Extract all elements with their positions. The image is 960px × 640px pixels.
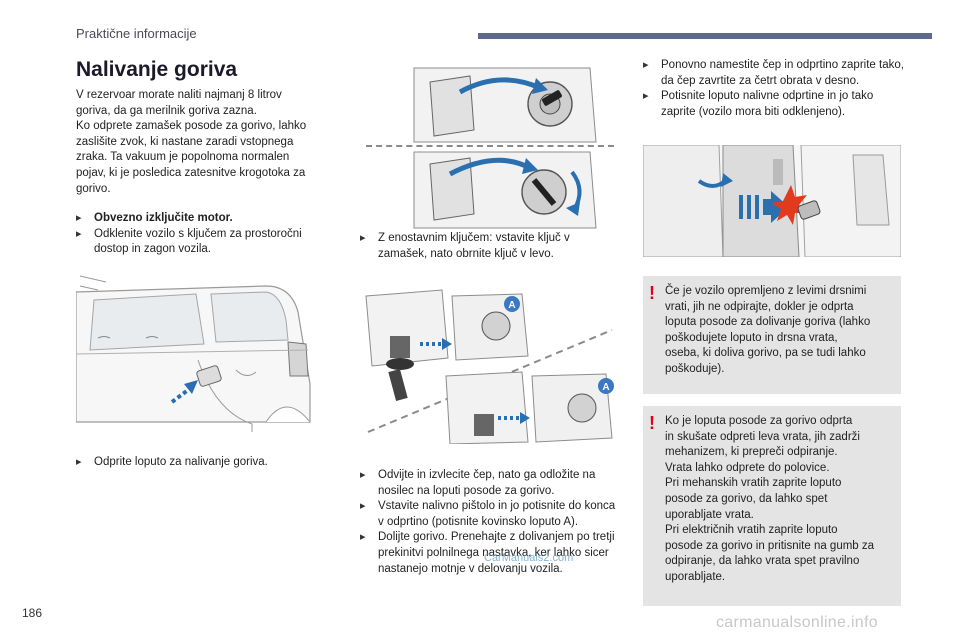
dashed-arrow bbox=[170, 380, 198, 404]
step-bold: Obvezno izključite motor. bbox=[94, 212, 233, 224]
step-item: Odklenite vozilo s ključem za prostoročn… bbox=[76, 227, 336, 258]
step-open-flap-list: Odprite loputo za nalivanje goriva. bbox=[76, 455, 336, 471]
marker-a-upper: A bbox=[508, 300, 515, 311]
fuel-cap-key-turn-illustration bbox=[413, 151, 597, 229]
warning-line: poškoduje). bbox=[665, 362, 725, 375]
divider-dashed bbox=[366, 145, 614, 147]
step-item: Vstavite nalivno pištolo in jo potisnite… bbox=[360, 499, 620, 530]
door-open-arrow bbox=[697, 173, 733, 188]
warning-line: uporabljate vrata. bbox=[665, 508, 754, 521]
step-text: Potisnite loputo nalivne odprtine in jo … bbox=[661, 90, 874, 118]
overlay-watermark: CarManuals2.com bbox=[484, 552, 574, 564]
step-text: Odprite loputo za nalivanje goriva. bbox=[94, 456, 268, 468]
fuel-nozzle-illustration: A A bbox=[365, 289, 614, 444]
warning-line: Pri električnih vratih zaprite loputo bbox=[665, 524, 838, 537]
warning-exclamation-icon: ! bbox=[649, 413, 655, 433]
warning-line: loputa posode za dolivanje goriva (lahko bbox=[665, 316, 871, 329]
step-item: Odprite loputo za nalivanje goriva. bbox=[76, 455, 336, 471]
step-item: Potisnite loputo nalivne odprtine in jo … bbox=[643, 89, 905, 120]
steps-middle-list: Odvijte in izvlecite čep, nato ga odloži… bbox=[360, 468, 620, 577]
warning-line: uporabljate. bbox=[665, 570, 726, 583]
warning-line: odpiranje, da lahko vrata spet pravilno bbox=[665, 555, 860, 568]
warning-line: poškodujete loputo in drsna vrata, bbox=[665, 331, 838, 344]
warning-line: oseba, ki doliva gorivo, pa se tudi lahk… bbox=[665, 347, 866, 360]
header-bar bbox=[478, 33, 932, 39]
van-sliding-door-illustration bbox=[643, 145, 901, 257]
warning-line: Če je vozilo opremljeno z levimi drsnimi bbox=[665, 285, 867, 297]
warning-exclamation-icon: ! bbox=[649, 283, 655, 303]
warning-line: posode za gorivo, da lahko spet bbox=[665, 492, 828, 505]
step-key-list: Z enostavnim ključem: vstavite ključ v z… bbox=[360, 231, 620, 262]
steps-left-list: Obvezno izključite motor. Odklenite vozi… bbox=[76, 211, 336, 258]
warning-line: vrati, jih ne odpirajte, dokler je odprt… bbox=[665, 300, 854, 313]
step-item: Z enostavnim ključem: vstavite ključ v z… bbox=[360, 231, 620, 262]
step-text: Dolijte gorivo. Prenehajte z dolivanjem … bbox=[378, 531, 615, 575]
warning-box-sliding-door: ! Če je vozilo opremljeno z levimi drsni… bbox=[643, 276, 901, 394]
lower-flap-illustration: A bbox=[388, 368, 614, 444]
step-item: Ponovno namestite čep in odprtino zaprit… bbox=[643, 58, 905, 89]
warning-line: in skušate odpreti leva vrata, jih zadrž… bbox=[665, 430, 860, 443]
step-item: Obvezno izključite motor. bbox=[76, 211, 336, 227]
page-title: Nalivanje goriva bbox=[76, 58, 238, 81]
section-header: Praktične informacije bbox=[76, 26, 197, 41]
step-item: Dolijte gorivo. Prenehajte z dolivanjem … bbox=[360, 530, 620, 577]
step-text: Odklenite vozilo s ključem za prostoročn… bbox=[94, 227, 302, 256]
intro-line: zraka. Ta vakuum je popolnoma normalen bbox=[76, 151, 290, 164]
step-text: Z enostavnim ključem: vstavite ključ v z… bbox=[378, 232, 570, 260]
warning-line: Vrata lahko odprete do polovice. bbox=[665, 461, 830, 474]
intro-line: zaslišite zvok, ki nastane zaradi vstopn… bbox=[76, 135, 294, 148]
site-watermark: carmanualsonline.info bbox=[716, 614, 878, 631]
warning-line: Pri mehanskih vratih zaprite loputo bbox=[665, 477, 842, 490]
van-side-illustration bbox=[76, 272, 326, 438]
intro-line: gorivo. bbox=[76, 182, 111, 195]
intro-line: pojav, ki je posledica zatesnitve krogot… bbox=[76, 166, 306, 179]
page-number: 186 bbox=[22, 606, 43, 620]
intro-paragraph: V rezervoar morate naliti najmanj 8 litr… bbox=[76, 88, 328, 197]
step-item: Odvijte in izvlecite čep, nato ga odloži… bbox=[360, 468, 620, 499]
step-text: Vstavite nalivno pištolo in jo potisnite… bbox=[378, 500, 616, 528]
intro-line: goriva, da ga merilnik goriva zazna. bbox=[76, 104, 257, 117]
fuel-cap-key-insert-illustration bbox=[413, 67, 597, 143]
intro-line: Ko odprete zamašek posode za gorivo, lah… bbox=[76, 120, 307, 133]
step-text: Ponovno namestite čep in odprtino zaprit… bbox=[661, 59, 904, 87]
steps-right-list: Ponovno namestite čep in odprtino zaprit… bbox=[643, 58, 905, 120]
warning-box-door-mechanism: ! Ko je loputa posode za gorivo odprta i… bbox=[643, 406, 901, 606]
intro-line: V rezervoar morate naliti najmanj 8 litr… bbox=[76, 89, 282, 101]
warning-line: Ko je loputa posode za gorivo odprta bbox=[665, 415, 853, 427]
marker-a-lower: A bbox=[602, 382, 609, 393]
step-text: Odvijte in izvlecite čep, nato ga odloži… bbox=[378, 469, 596, 497]
warning-line: mehanizem, ki prepreči odpiranje. bbox=[665, 446, 838, 459]
upper-flap-illustration: A bbox=[365, 289, 529, 370]
warning-burst-icon bbox=[771, 185, 809, 225]
warning-line: posode za gorivo in pritisnite na gumb z… bbox=[665, 539, 875, 552]
